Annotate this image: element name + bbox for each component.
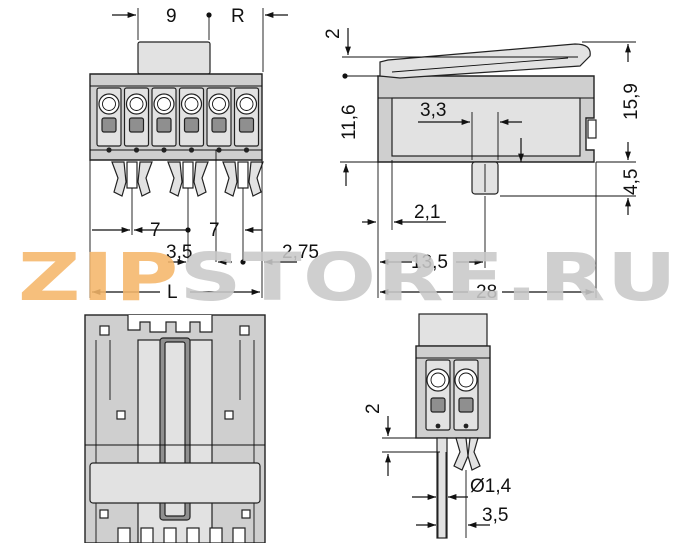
dim-7-left: 7 <box>150 220 161 241</box>
dim-3-5: 3,5 <box>166 242 192 263</box>
end-terminal-row <box>425 359 479 431</box>
front-pin-row <box>111 161 264 197</box>
front-terminal <box>123 87 150 153</box>
dim-7-right: 7 <box>209 220 220 241</box>
front-pin <box>167 161 209 197</box>
front-terminal <box>96 87 122 153</box>
side-view <box>377 43 597 195</box>
dim-13-5: 13,5 <box>411 252 448 273</box>
dim-3-3: 3,3 <box>420 100 446 121</box>
dim-diameter: Ø1,4 <box>470 476 512 497</box>
dim-28: 28 <box>476 282 497 303</box>
dim-2-side: 2 <box>323 28 344 39</box>
dim-3-5-end: 3,5 <box>482 505 508 526</box>
dim-r: R <box>231 6 245 27</box>
end-view <box>415 313 491 539</box>
end-terminal <box>425 359 451 431</box>
front-pin <box>111 161 153 197</box>
front-terminal <box>178 87 205 153</box>
dim-9: 9 <box>166 6 177 27</box>
end-view-dimensions: 2 Ø1,4 3,5 <box>363 403 512 538</box>
top-view <box>84 314 266 543</box>
dim-l: L <box>167 282 178 303</box>
front-terminal-row <box>96 87 260 153</box>
dim-2-75: 2,75 <box>282 242 319 263</box>
front-terminal <box>151 87 177 153</box>
dim-2-1: 2,1 <box>414 202 440 223</box>
dim-4-5: 4,5 <box>621 169 642 195</box>
front-view <box>89 41 264 197</box>
front-terminal <box>233 87 260 153</box>
watermark-part-b: STORE.RU <box>180 239 678 316</box>
front-view-dimensions: 9 R 7 7 3,5 2,75 L <box>89 6 319 303</box>
end-terminal <box>453 359 479 431</box>
front-terminal <box>206 87 232 153</box>
watermark-part-a: ZIP <box>18 239 180 316</box>
side-view-dimensions: 2 11,6 3,3 15,9 4,5 2,1 13,5 <box>323 28 642 303</box>
dim-2-end: 2 <box>363 403 384 414</box>
dim-11-6: 11,6 <box>339 104 360 140</box>
dim-15-9: 15,9 <box>621 83 642 120</box>
